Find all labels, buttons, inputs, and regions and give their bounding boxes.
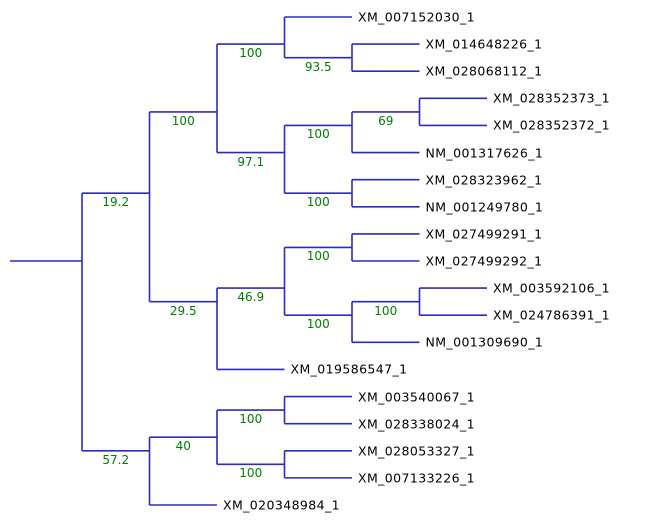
support-label: 19.2 [102,195,130,210]
support-label: 100 [306,127,330,142]
leaf-label: XM_028053327_1 [358,443,475,459]
support-label: 40 [175,439,191,454]
support-label: 97.1 [237,154,265,169]
support-label: 69 [378,113,394,128]
support-label: 100 [239,412,263,427]
leaf-label: XM_028338024_1 [358,416,475,432]
leaf-label: NM_001317626_1 [425,145,544,161]
leaf-label: XM_028352372_1 [493,117,610,133]
support-label: 93.5 [304,59,332,74]
support-label: 57.2 [102,452,130,467]
leaf-label: XM_028323962_1 [425,172,543,188]
leaf-label: XM_028352373_1 [493,90,610,106]
support-label: 100 [239,466,263,481]
leaf-label: XM_019586547_1 [290,361,408,377]
leaf-label: XM_003540067_1 [358,389,475,405]
support-label: 100 [171,113,195,128]
leaf-label: XM_007152030_1 [358,9,475,25]
leaf-label: XM_027499292_1 [425,253,543,269]
support-label: 100 [306,195,330,210]
leaf-label: XM_007133226_1 [358,470,475,486]
support-label: 100 [306,249,330,264]
leaf-label: XM_024786391_1 [493,307,610,323]
leaf-label: NM_001309690_1 [425,334,544,350]
leaf-label: XM_014648226_1 [425,36,543,52]
support-label: 100 [374,303,398,318]
leaf-label: XM_028068112_1 [425,63,543,79]
support-label: 100 [239,46,263,61]
support-label: 29.5 [169,303,197,318]
support-label: 46.9 [237,290,265,305]
leaf-label: XM_020348984_1 [223,497,340,513]
leaf-label: NM_001249780_1 [425,199,544,215]
support-label: 100 [306,317,330,332]
leaf-label: XM_003592106_1 [493,280,610,296]
leaf-label: XM_027499291_1 [425,226,543,242]
